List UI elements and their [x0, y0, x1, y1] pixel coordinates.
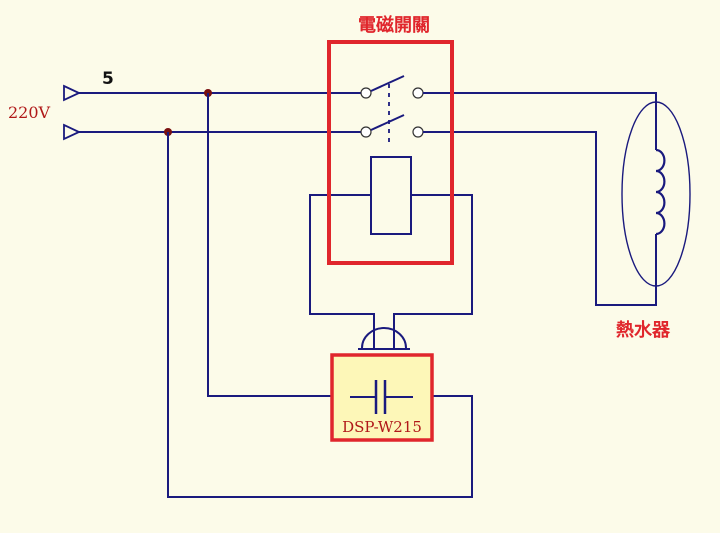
output-wire-top	[423, 92, 657, 150]
input-terminal-top	[63, 84, 82, 102]
relay-contact-top-right	[412, 87, 424, 99]
input-terminal-bottom	[63, 123, 82, 141]
relay-contact-top-left	[360, 87, 372, 99]
smart-plug-module	[330, 353, 434, 442]
heater-coil-icon	[655, 148, 666, 236]
wire-number-label: 5	[102, 69, 114, 89]
branch-wire-bottom-to-module	[167, 132, 473, 498]
plug-connector	[361, 327, 407, 349]
branch-wire-top-to-module	[207, 93, 332, 397]
relay-contact-bottom-right	[412, 126, 424, 138]
output-wire-bottom	[423, 131, 657, 306]
relay-coil	[370, 156, 412, 235]
heater-label: 熱水器	[616, 319, 671, 341]
relay-contact-bottom-left	[360, 126, 372, 138]
coil-wire-right	[393, 194, 473, 350]
relay-box	[327, 40, 454, 265]
heater-enclosure	[621, 101, 691, 287]
relay-switch-blade-bottom	[370, 114, 405, 131]
relay-title: 電磁開關	[358, 14, 430, 36]
module-label: DSP-W215	[342, 418, 422, 436]
relay-switch-blade-top	[370, 75, 405, 92]
voltage-label: 220V	[8, 103, 51, 122]
coil-wire-left	[309, 194, 375, 350]
